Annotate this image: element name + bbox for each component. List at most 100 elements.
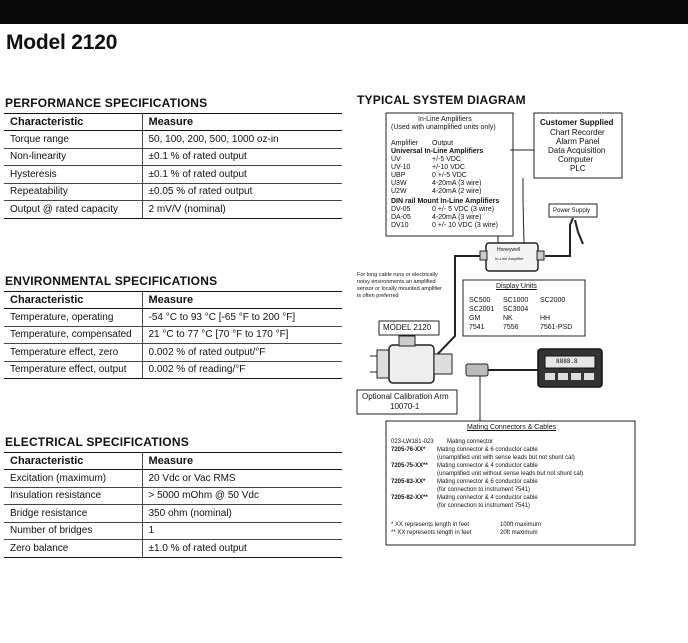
table-row: Insulation resistance> 5000 mOhm @ 50 Vd… xyxy=(4,487,342,505)
display-title: Display Units xyxy=(496,283,537,290)
table-row: Excitation (maximum)20 Vdc or Vac RMS xyxy=(4,469,342,488)
part-description: Mating connector & 4 conductor cable xyxy=(437,495,538,501)
note-line: For long cable runs or electrically xyxy=(357,272,438,278)
characteristic-cell: Repeatability xyxy=(4,183,143,201)
amp-name: DV10 xyxy=(391,222,409,229)
diagram-title: TYPICAL SYSTEM DIAGRAM xyxy=(357,93,526,107)
inline-title: In-Line Amplifiers xyxy=(418,116,472,123)
table-header-row: Characteristic Measure xyxy=(4,291,342,309)
measure-cell: -54 °C to 93 °C [-65 °F to 200 °F] xyxy=(142,308,342,327)
display-model: NK xyxy=(503,315,513,322)
inline-col-amplifier: Amplifier xyxy=(391,140,419,147)
page-title: Model 2120 xyxy=(6,31,118,54)
customer-supplied-box xyxy=(533,112,623,179)
part-description: (unamplified unit without sense leads bu… xyxy=(437,471,584,477)
characteristic-cell: Insulation resistance xyxy=(4,487,143,505)
display-model: SC2000 xyxy=(540,297,566,304)
table-row: Non-linearity±0.1 % of rated output xyxy=(4,148,342,166)
measure-cell: 21 °C to 77 °C [70 °F to 170 °F] xyxy=(142,326,342,344)
table-row: Hysteresis±0.1 % of rated output xyxy=(4,165,342,184)
part-number: 7205-82-XX** xyxy=(391,495,428,501)
amp-name: UV-10 xyxy=(391,164,411,171)
measure-cell: 350 ohm (nominal) xyxy=(142,504,342,523)
calibration-box xyxy=(356,389,458,415)
display-model: SC2001 xyxy=(469,306,495,313)
characteristic-cell: Temperature, operating xyxy=(4,308,143,327)
amp-name: UBP xyxy=(391,172,406,179)
amp-output: +/-10 VDC xyxy=(432,164,465,171)
measure-cell: ±0.1 % of rated output xyxy=(142,148,342,166)
characteristic-cell: Zero balance xyxy=(4,539,143,558)
characteristic-cell: Bridge resistance xyxy=(4,504,143,523)
amp-name: DA-05 xyxy=(391,214,411,221)
power-supply-box xyxy=(548,203,598,218)
electrical-table: Characteristic Measure Excitation (maxim… xyxy=(4,452,342,558)
part-description: Mating connector & 6 conductor cable xyxy=(437,479,538,485)
customer-item: Alarm Panel xyxy=(556,137,600,146)
footnote: ** XX represents length in feet xyxy=(391,530,472,536)
display-model: SC500 xyxy=(469,297,491,304)
column-header: Measure xyxy=(142,452,342,470)
display-model: GM xyxy=(469,315,481,322)
model-label: MODEL 2120 xyxy=(383,323,432,332)
part-description: (unamplified unit with sense leads but n… xyxy=(437,455,575,461)
measure-cell: > 5000 mOhm @ 50 Vdc xyxy=(142,487,342,505)
amp-brand: Honeywell xyxy=(497,247,521,253)
inline-group1: Universal In-Line Amplifiers xyxy=(391,148,484,155)
display-units-box xyxy=(462,279,586,337)
characteristic-cell: Non-linearity xyxy=(4,148,143,166)
column-header: Characteristic xyxy=(4,113,143,131)
measure-cell: 20 Vdc or Vac RMS xyxy=(142,469,342,488)
measure-cell: 50, 100, 200, 500, 1000 oz-in xyxy=(142,130,342,149)
characteristic-cell: Number of bridges xyxy=(4,522,143,540)
measure-cell: 1 xyxy=(142,522,342,540)
mating-connector xyxy=(465,363,489,377)
amp-output: +/-5 VDC xyxy=(432,156,461,163)
part-number: 7205-83-XX* xyxy=(391,479,426,485)
note-line: is often preferred xyxy=(357,293,399,299)
part-description: (for connection to instrument 7541) xyxy=(437,487,531,493)
footnote: 100ft maximum xyxy=(500,522,542,528)
measure-cell: ±1.0 % of rated output xyxy=(142,539,342,558)
column-header: Measure xyxy=(142,291,342,309)
environmental-table: Characteristic Measure Temperature, oper… xyxy=(4,291,342,379)
table-row: Repeatability±0.05 % of rated output xyxy=(4,183,342,201)
inline-amplifiers-box xyxy=(385,112,514,237)
calibration-label: Optional Calibration Arm xyxy=(362,392,449,401)
table-row: Zero balance±1.0 % of rated output xyxy=(4,539,342,558)
power-supply-label: Power Supply xyxy=(553,208,591,214)
part-description: Mating connector & 6 conductor cable xyxy=(437,447,538,453)
display-model: 7541 xyxy=(469,324,485,331)
measure-cell: 2 mV/V (nominal) xyxy=(142,200,342,219)
customer-item: Data Acquisition xyxy=(548,146,606,155)
display-model: 7561-PSD xyxy=(540,324,573,331)
calibration-part-number: 10070-1 xyxy=(390,402,420,411)
environmental-section-title: ENVIRONMENTAL SPECIFICATIONS xyxy=(5,274,218,288)
characteristic-cell: Output @ rated capacity xyxy=(4,200,143,219)
measure-cell: 0.002 % of reading/°F xyxy=(142,361,342,379)
column-header: Measure xyxy=(142,113,342,131)
measure-cell: ±0.05 % of rated output xyxy=(142,183,342,201)
amp-name: U2W xyxy=(391,188,407,195)
mating-title: Mating Connectors & Cables xyxy=(467,424,557,431)
footnote: * XX represents length in feet xyxy=(391,522,470,528)
part-description: (for connection to instrument 7541) xyxy=(437,503,531,509)
amp-output: 4-20mA (3 wire) xyxy=(432,180,482,187)
characteristic-cell: Hysteresis xyxy=(4,165,143,184)
mating-connectors-box xyxy=(385,420,636,546)
note-line: noisy environments an amplified xyxy=(357,279,436,285)
display-model: 7556 xyxy=(503,324,519,331)
amp-output: 4-20mA (2 wire) xyxy=(432,188,482,195)
torque-sensor-body xyxy=(388,344,435,384)
amp-output: 0 +/- 10 VDC (3 wire) xyxy=(432,222,498,229)
performance-section-title: PERFORMANCE SPECIFICATIONS xyxy=(5,96,208,110)
display-model: SC1000 xyxy=(503,297,529,304)
